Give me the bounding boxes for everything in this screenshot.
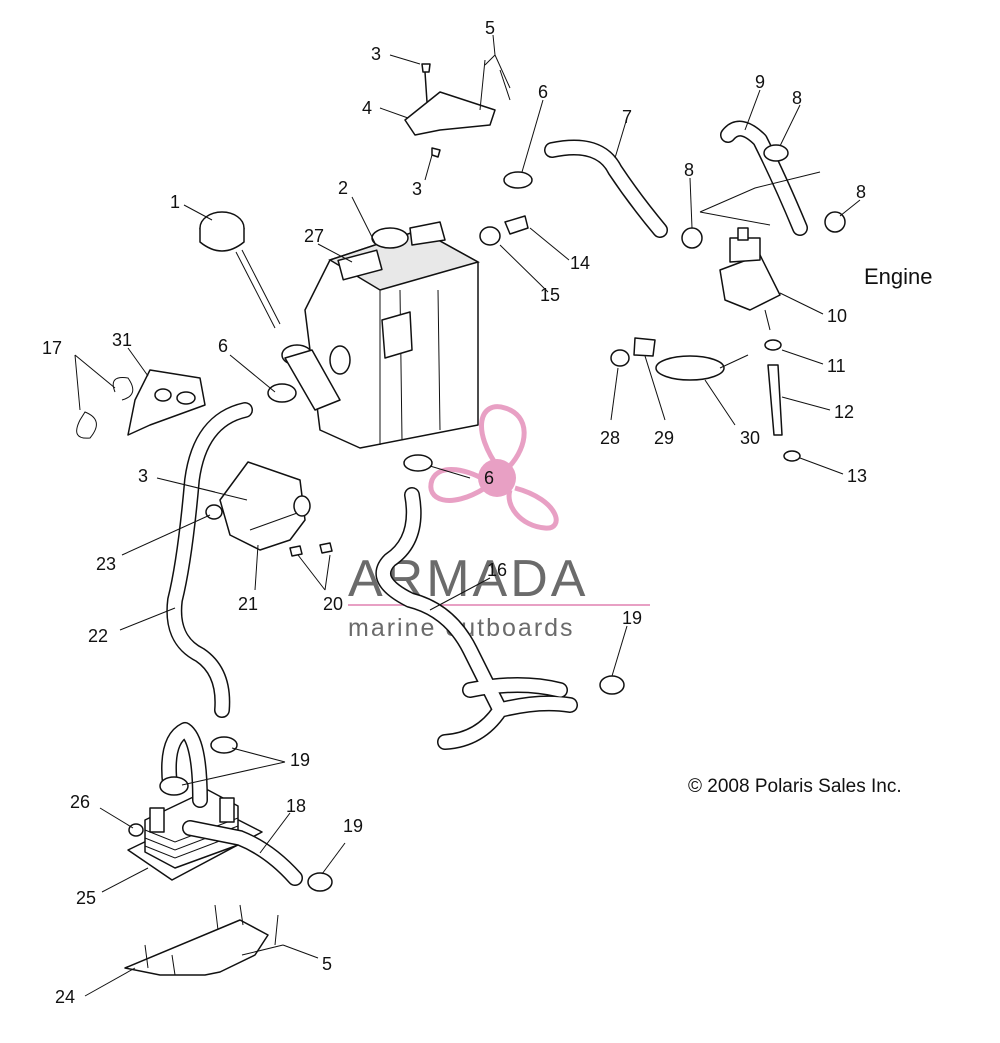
callout-19-bottom: 19 xyxy=(343,816,363,836)
callout-10: 10 xyxy=(827,306,847,326)
callout-14: 14 xyxy=(570,253,590,273)
part-clamp-6-lower xyxy=(403,454,433,472)
part-bolt-20-b xyxy=(319,542,333,554)
callout-27: 27 xyxy=(304,226,324,246)
part-hose-9 xyxy=(720,120,808,236)
callout-6-top: 6 xyxy=(538,82,548,102)
part-fitting-elbow xyxy=(504,215,529,235)
part-tank-outlet-fitting xyxy=(281,344,351,411)
part-breather-line xyxy=(767,364,783,436)
part-bushing xyxy=(293,495,311,517)
engine-label: Engine xyxy=(864,264,933,289)
part-clamp-11 xyxy=(764,339,782,351)
callout-19-mid: 19 xyxy=(290,750,310,770)
callout-3-top: 3 xyxy=(371,44,381,64)
part-oil-reservoir-tank xyxy=(304,221,480,449)
part-vent-valve xyxy=(719,227,781,331)
watermark-propeller-hub xyxy=(478,459,516,497)
part-clamp-6-left xyxy=(267,383,297,403)
part-clamp-19-right xyxy=(599,675,625,695)
callout-8-center: 8 xyxy=(684,160,694,180)
callout-5-bottom: 5 xyxy=(322,954,332,974)
watermark-propeller-logo xyxy=(428,404,559,531)
callout-23: 23 xyxy=(96,554,116,574)
callout-2: 2 xyxy=(338,178,348,198)
part-fitting-13 xyxy=(783,450,801,462)
callout-11: 11 xyxy=(827,356,846,376)
part-pin-top-b xyxy=(499,69,511,101)
callout-26: 26 xyxy=(70,792,90,812)
part-screw-top xyxy=(421,63,431,103)
part-bracket-31 xyxy=(127,369,206,436)
callout-16: 16 xyxy=(487,560,507,580)
part-cable-tie-30 xyxy=(655,354,749,381)
part-clamp-8-a xyxy=(763,144,789,162)
callout-5-top: 5 xyxy=(485,18,495,38)
part-hose-16 xyxy=(375,487,578,750)
callout-7: 7 xyxy=(622,107,632,127)
callout-4: 4 xyxy=(362,98,372,118)
part-screw-bottom xyxy=(431,147,441,158)
part-pin-5-lower xyxy=(274,914,279,946)
callout-20: 20 xyxy=(323,594,343,614)
callout-1: 1 xyxy=(170,192,180,212)
callout-numbers: 1 2 3 3 3 4 5 5 6 6 6 7 8 8 8 9 10 11 12… xyxy=(42,18,867,1007)
callout-3-left: 3 xyxy=(138,466,148,486)
callout-8-right: 8 xyxy=(856,182,866,202)
callout-29: 29 xyxy=(654,428,674,448)
part-bracket-31-hole-b xyxy=(176,391,196,405)
callout-31: 31 xyxy=(112,330,132,350)
part-clamp-19-b xyxy=(159,776,189,796)
copyright-notice: © 2008 Polaris Sales Inc. xyxy=(688,776,902,797)
part-nut-28 xyxy=(610,349,630,367)
part-hose-22 xyxy=(166,402,253,718)
part-tie-17 xyxy=(76,377,134,439)
part-nut-26 xyxy=(128,823,144,837)
callout-8-top: 8 xyxy=(792,88,802,108)
part-bolt-20-a xyxy=(289,545,303,557)
part-clamp-19-c xyxy=(307,872,333,892)
leader-lines xyxy=(74,34,861,997)
part-bracket-24 xyxy=(124,904,269,976)
part-clamp-8-b xyxy=(681,227,703,249)
part-filler-cap xyxy=(199,211,281,329)
assembly-guide-line xyxy=(699,171,821,226)
callout-9: 9 xyxy=(755,72,765,92)
part-bracket-top xyxy=(404,91,496,136)
callout-24: 24 xyxy=(55,987,75,1007)
callout-19-right: 19 xyxy=(622,608,642,628)
part-bracket-31-hole-a xyxy=(154,388,172,402)
part-clamp-6-upper xyxy=(503,171,533,189)
callout-25: 25 xyxy=(76,888,96,908)
part-hose-18 xyxy=(182,820,303,886)
callout-30: 30 xyxy=(740,428,760,448)
part-pin-top-a xyxy=(479,59,486,111)
part-hose-7 xyxy=(544,139,668,238)
part-clamp-19-a xyxy=(210,736,238,754)
part-grommet xyxy=(479,226,501,246)
callout-6-center: 6 xyxy=(484,468,494,488)
callout-3-mid: 3 xyxy=(412,179,422,199)
callout-17: 17 xyxy=(42,338,62,358)
callout-28: 28 xyxy=(600,428,620,448)
callout-12: 12 xyxy=(834,402,854,422)
callout-13: 13 xyxy=(847,466,867,486)
callout-22: 22 xyxy=(88,626,108,646)
part-bracket-21 xyxy=(219,461,306,551)
part-hose-cooler-riser xyxy=(161,722,208,808)
callout-15: 15 xyxy=(540,285,560,305)
callout-6-left: 6 xyxy=(218,336,228,356)
part-clip-29 xyxy=(633,337,656,357)
callout-21: 21 xyxy=(238,594,258,614)
callout-18: 18 xyxy=(286,796,306,816)
part-clamp-8-c xyxy=(824,211,846,233)
part-nut-23 xyxy=(205,504,223,520)
